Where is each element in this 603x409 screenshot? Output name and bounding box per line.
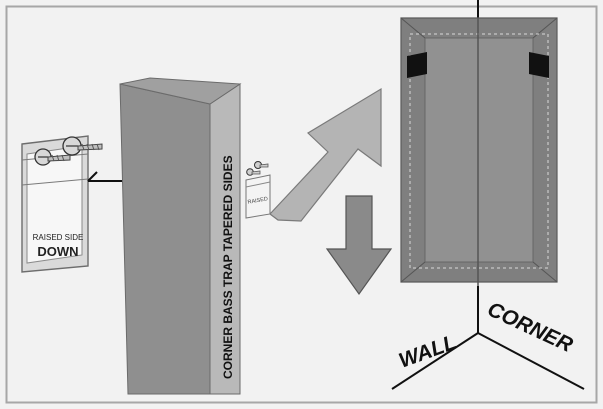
bracket-down-label: DOWN [37,244,78,259]
screw-icon [62,136,103,156]
right-wall-line [477,332,585,390]
leader-line-tick [87,171,98,182]
screw-icon [34,148,71,166]
panel-dashed-outline [409,33,549,269]
diagonal-arrow-up-right-icon [269,87,382,222]
bass-trap-top [119,77,242,105]
wall-bracket-group: RAISED SIDE DOWN [21,135,220,273]
left-wall-line [391,332,479,390]
bracket-raised-label: RAISED SIDE [33,233,84,242]
small-bracket-label: RAISED [247,196,268,205]
bass-trap-front [119,83,211,395]
panel-inner [424,37,534,263]
mounted-bass-trap [400,17,558,286]
corner-bass-trap: CORNER BASS TRAP TAPERED SIDES [119,77,242,395]
small-screw-icon [254,161,269,169]
bracket-lip-line [21,178,89,186]
small-screw-icon [246,168,261,176]
right-bracket-slot-icon [529,52,549,78]
left-bracket-slot-icon [407,52,427,78]
diagram-border [5,5,598,404]
arrow-down-icon [325,195,393,296]
small-bracket-group: RAISED [245,161,271,219]
bass-trap-side-label: CORNER BASS TRAP TAPERED SIDES [221,155,235,379]
